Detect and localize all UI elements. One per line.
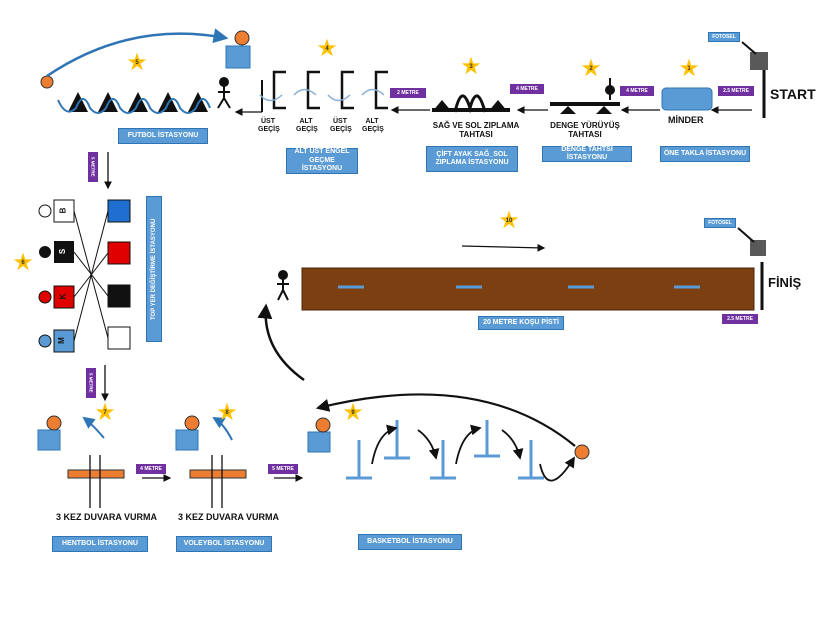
hurdles-icon (261, 70, 388, 112)
distance-tag: 5 METRE (268, 464, 298, 474)
station-number-star: ★9 (342, 399, 364, 426)
cube-letter: M (56, 337, 66, 344)
station-number-star: ★3 (460, 53, 482, 80)
distance-tag: 2 METRE (390, 88, 426, 98)
station-box-10: 20 METRE KOŞU PİSTİ (478, 316, 564, 330)
station-number-star: ★6 (12, 249, 34, 276)
ball-exchange-icons (38, 199, 131, 353)
distance-tag: 4 METRE (510, 84, 544, 94)
station-number-star: ★8 (216, 399, 238, 426)
finish-label: FİNİŞ (768, 275, 802, 290)
handball-caption: 3 KEZ DUVARA VURMA (56, 512, 158, 522)
distance-tag: 4 METRE (620, 86, 654, 96)
jump-board-label: SAĞ VE SOL ZIPLAMA TAHTASI (432, 121, 520, 140)
distance-tag: 4 METRE (136, 464, 166, 474)
distance-tag-vertical: 5 METRE (88, 152, 98, 182)
distance-tag: 2.5 METRE (718, 86, 754, 96)
target-goal-icon (225, 30, 251, 69)
hurdle-label: ÜST GEÇİŞ (258, 118, 280, 134)
station-box-4: ALT ÜST ENGEL GEÇME İSTASYONU (286, 148, 358, 174)
finish-gate (737, 227, 766, 310)
station-box-5: FUTBOL İSTASYONU (118, 128, 208, 144)
basketball-icon (307, 417, 590, 480)
distance-tag: 2.5 METRE (722, 314, 758, 324)
station-box-2: DENGE TAHTSI İSTASYONU (542, 146, 632, 162)
station-number-star: ★10 (498, 207, 520, 234)
pass-arrow (46, 28, 229, 78)
station-number-star: ★7 (94, 399, 116, 426)
volleyball-caption: 3 KEZ DUVARA VURMA (178, 512, 280, 522)
hurdle-label: ALT GEÇİŞ (362, 118, 384, 134)
station-box-3: ÇİFT AYAK SAĞ_SOL ZIPLAMA İSTASYONU (426, 146, 518, 172)
run-direction-arrow (461, 243, 546, 252)
ball-icon-top (40, 75, 54, 89)
handball-wall-icon (37, 415, 125, 508)
start-label: START (770, 86, 816, 102)
volleyball-wall-icon (175, 415, 247, 508)
station-number-star: ★2 (580, 55, 602, 82)
hurdle-label: ÜST GEÇİŞ (330, 118, 352, 134)
station-number-star: ★1 (678, 55, 700, 82)
hurdle-path (259, 88, 385, 102)
running-track (301, 267, 755, 311)
sensor-top-label: FOTOSEL (708, 32, 740, 42)
dribble-path (57, 98, 211, 114)
hurdle-label: ALT GEÇİŞ (296, 118, 318, 134)
mat-label: MİNDER (668, 115, 704, 125)
start-gate (741, 41, 768, 118)
basketball-path (257, 303, 576, 482)
station-box-1: ÖNE TAKLA İSTASYONU (660, 146, 750, 162)
sensor-bottom-label: FOTOSEL (704, 218, 736, 228)
distance-tag-vertical: 5 METRE (86, 368, 96, 398)
runner-icon-finish (277, 270, 289, 301)
station-box-7: HENTBOL İSTASYONU (52, 536, 148, 552)
station-number-star: ★5 (126, 49, 148, 76)
station-number-star: ★4 (316, 35, 338, 62)
station-box-6: TOP YER DEĞİŞTİRME İSTASYONU (146, 196, 162, 342)
balance-board-icon (550, 78, 620, 114)
mat-icon (661, 87, 713, 111)
cube-letter: S (58, 248, 68, 255)
station-box-8: VOLEYBOL İSTASYONU (176, 536, 272, 552)
station-box-9: BASKETBOL İSTASYONU (358, 534, 462, 550)
balance-board-label: DENGE YÜRÜYÜŞ TAHTASI (550, 121, 620, 140)
cube-letter: K (58, 293, 68, 300)
runner-icon-top (217, 77, 231, 109)
jump-board-icon (432, 94, 510, 114)
exchange-lines (73, 210, 109, 342)
cube-letter: B (58, 207, 68, 214)
